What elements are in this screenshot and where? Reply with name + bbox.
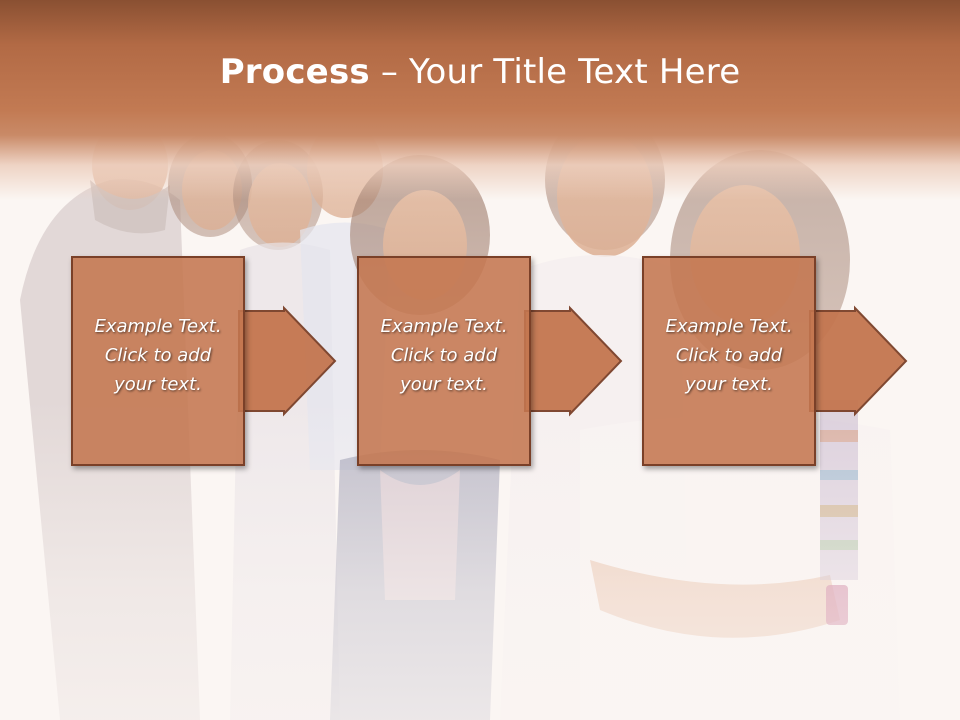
step-text[interactable]: Example Text. Click to add your text. — [71, 312, 245, 399]
step-box — [357, 256, 531, 466]
step-text[interactable]: Example Text. Click to add your text. — [357, 312, 531, 399]
step-text[interactable]: Example Text. Click to add your text. — [642, 312, 816, 399]
step-text-line: your text. — [114, 374, 202, 395]
step-text-line: Example Text. — [665, 316, 793, 337]
step-text-line: Example Text. — [94, 316, 222, 337]
title-bold: Process — [219, 52, 370, 92]
step-text-line: your text. — [400, 374, 488, 395]
step-text-line: Click to add — [104, 345, 212, 366]
process-step-1[interactable]: Example Text. Click to add your text. — [71, 256, 337, 466]
step-box — [642, 256, 816, 466]
step-text-line: Click to add — [675, 345, 783, 366]
step-text-line: Example Text. — [380, 316, 508, 337]
right-arrow-icon — [809, 305, 908, 417]
step-box — [71, 256, 245, 466]
process-step-2[interactable]: Example Text. Click to add your text. — [357, 256, 623, 466]
right-arrow-icon — [524, 305, 623, 417]
step-text-line: your text. — [685, 374, 773, 395]
step-text-line: Click to add — [390, 345, 498, 366]
process-step-3[interactable]: Example Text. Click to add your text. — [642, 256, 908, 466]
slide-title[interactable]: Process – Your Title Text Here — [0, 52, 960, 92]
title-band — [0, 0, 960, 200]
title-rest: – Your Title Text Here — [369, 52, 741, 92]
right-arrow-icon — [238, 305, 337, 417]
